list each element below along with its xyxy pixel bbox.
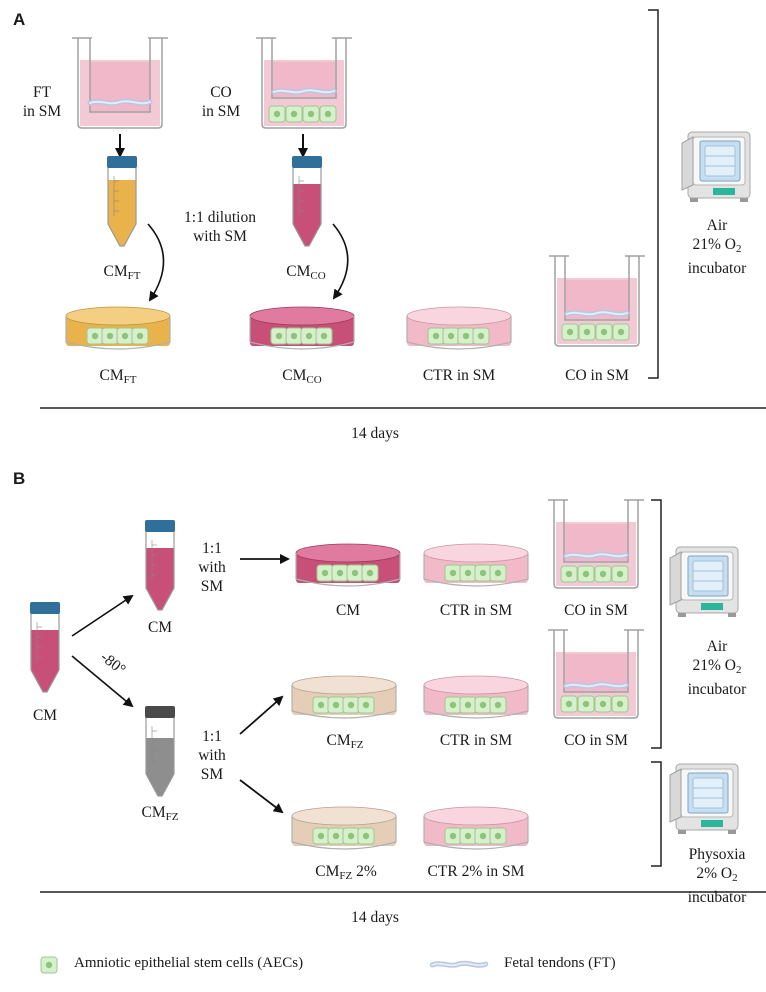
incubator-physoxia-label: Physoxia 2% O2 incubator [668, 845, 766, 907]
row2-dish1-label: CMFZ [310, 731, 380, 755]
phys-line3: incubator [687, 889, 747, 906]
row1-dish3-label: CO in SM [564, 602, 628, 619]
ratio-bottom-line1: 1:1 [202, 728, 222, 745]
tendon-icon [432, 963, 486, 965]
incubator-a-label: Air 21% O2 incubator [668, 216, 766, 278]
incubator-air-label: Air 21% O2 incubator [668, 637, 766, 699]
dish-co-insm-label: CO in SM [565, 367, 629, 384]
ratio-bottom-line2: with [198, 747, 226, 764]
falcon-tube-icon [292, 156, 322, 247]
cm-tube-label: CM [147, 619, 173, 636]
label-base: CM [286, 263, 311, 280]
dish-cmft-label: CMFT [88, 366, 148, 390]
label-sub: FZ [165, 811, 179, 823]
air-line1: Air [706, 638, 728, 655]
transwell-icon [548, 629, 644, 719]
petri-dish-icon [423, 675, 529, 719]
ratio-top-label: 1:1 with SM [192, 539, 232, 596]
air-line2: 21% O2 [668, 656, 766, 680]
falcon-tube-icon [145, 520, 175, 611]
transwell-icon [256, 37, 352, 129]
legend-ft: Fetal tendons (FT) [504, 955, 616, 971]
duration-b: 14 days [351, 909, 399, 926]
label-sub: 2 [735, 664, 742, 676]
transwell-icon [549, 255, 645, 347]
cmfz-tube-label: CMFZ [128, 803, 192, 827]
ratio-top-line2: with [198, 559, 226, 576]
row2-dish3-label: CO in SM [564, 732, 628, 749]
petri-dish-icon [291, 675, 397, 719]
label-sub: FT [127, 270, 141, 282]
petri-dish-icon [65, 306, 171, 350]
incubator-icon [681, 131, 751, 203]
ft-label-line2: in SM [22, 103, 62, 120]
transwell-icon [72, 37, 168, 129]
phys-line2: 2% O2 [668, 864, 766, 888]
label-base: CM [315, 863, 340, 880]
row3-dish2-label: CTR 2% in SM [427, 863, 525, 880]
label-sub: FZ [339, 870, 353, 882]
label-base: CM [282, 367, 307, 384]
ratio-bottom-line3: SM [200, 766, 224, 783]
tube-cmft-label: CMFT [92, 262, 152, 286]
label-suffix: 2% [352, 863, 377, 880]
petri-dish-icon [423, 806, 529, 850]
label-base: 21% O [692, 657, 736, 674]
co-label-line1: CO [210, 84, 232, 101]
panel-a-letter: A [13, 10, 26, 29]
petri-dish-icon [291, 806, 397, 850]
dilution-label: 1:1 dilution with SM [170, 208, 270, 246]
label-sub: CO [310, 270, 326, 282]
petri-dish-icon [406, 306, 512, 350]
falcon-tube-icon [107, 156, 137, 247]
row1-dish2-label: CTR in SM [439, 602, 513, 619]
label-sub: FT [123, 374, 137, 386]
row2-dish2-label: CTR in SM [439, 732, 513, 749]
label-base: CM [141, 804, 166, 821]
co-label-line2: in SM [201, 103, 241, 120]
ft-label: FT in SM [18, 83, 66, 121]
incubator-a-line2: 21% O2 [668, 235, 766, 259]
petri-dish-icon [295, 543, 401, 587]
cell-icon [40, 956, 58, 974]
label-base: CM [99, 367, 124, 384]
label-sub: 2 [735, 243, 742, 255]
label-sub: CO [306, 374, 322, 386]
incubator-a-line1: Air [706, 217, 728, 234]
falcon-tube-icon [145, 706, 175, 797]
ratio-top-line3: SM [200, 578, 224, 595]
co-label: CO in SM [197, 83, 245, 121]
air-line3: incubator [687, 681, 747, 698]
row3-dish1-label: CMFZ 2% [296, 862, 396, 886]
cm-left-label: CM [32, 707, 58, 724]
petri-dish-icon [249, 306, 355, 350]
panel-b-letter: B [13, 469, 26, 488]
transwell-icon [548, 499, 644, 589]
ratio-bottom-label: 1:1 with SM [192, 727, 232, 784]
tube-cmco-label: CMCO [276, 262, 336, 286]
falcon-tube-icon [30, 602, 60, 693]
petri-dish-icon [423, 543, 529, 587]
duration-a: 14 days [351, 425, 399, 442]
legend-aec: Amniotic epithelial stem cells (AECs) [74, 955, 304, 971]
label-base: 2% O [696, 865, 733, 882]
dilution-line1: 1:1 dilution [184, 209, 256, 226]
incubator-icon [669, 546, 739, 618]
dish-cmco-label: CMCO [272, 366, 332, 390]
ft-label-line1: FT [32, 84, 52, 101]
label-base: CM [103, 263, 128, 280]
ratio-top-line1: 1:1 [202, 540, 222, 557]
dilution-line2: with SM [193, 228, 247, 245]
incubator-a-line3: incubator [687, 260, 747, 277]
row1-dish1-label: CM [335, 602, 361, 619]
incubator-icon [669, 763, 739, 835]
label-sub: 2 [732, 872, 738, 884]
dish-ctr-label: CTR in SM [422, 367, 496, 384]
label-sub: FZ [350, 739, 364, 751]
label-base: CM [326, 732, 351, 749]
phys-line1: Physoxia [688, 846, 746, 863]
label-base: 21% O [692, 236, 736, 253]
